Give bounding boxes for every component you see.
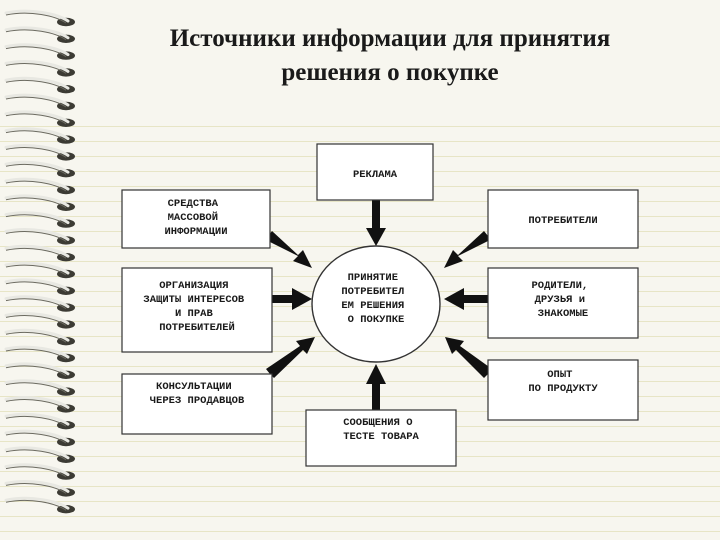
svg-text:ПОТРЕБИТЕЛИ: ПОТРЕБИТЕЛИ <box>528 215 597 227</box>
binding-ring <box>4 261 75 279</box>
decision-line-4: О ПОКУПКЕ <box>348 314 405 326</box>
binding-ring <box>4 295 75 312</box>
spiral-binding <box>4 9 75 514</box>
title-line-1: Источники информации для принятия <box>169 25 611 52</box>
binding-ring <box>4 110 75 128</box>
svg-text:ОРГАНИЗАЦИЯ ЗАЩИТЫ ИНТЕР: ОРГАНИЗАЦИЯ ЗАЩИТЫ ИНТЕРЕСОВ И ПРАВ ПОТР… <box>143 280 250 334</box>
binding-ring <box>4 144 75 161</box>
binding-ring <box>4 429 75 447</box>
binding-ring <box>4 160 75 178</box>
binding-ring <box>4 244 75 262</box>
svg-text:ОПЫТ ПО ПРОДУКТУ: ОПЫТ ПО ПРОДУКТУ <box>528 369 598 395</box>
binding-ring <box>4 312 75 329</box>
binding-ring <box>4 446 75 463</box>
binding-ring <box>4 396 75 413</box>
binding-ring <box>4 76 75 94</box>
binding-ring <box>4 278 75 295</box>
source-box-product-test-reports: СООБЩЕНИЯ О ТЕСТЕ ТОВАРА <box>305 409 457 467</box>
source-box-consumers: ПОТРЕБИТЕЛИ <box>487 189 639 249</box>
binding-ring <box>4 93 75 111</box>
svg-text:СРЕДСТВА МАССОВОЙ: СРЕДСТВА МАССОВОЙ ИНФОРМАЦИИ <box>164 198 227 238</box>
binding-ring <box>4 127 75 144</box>
binding-ring <box>4 177 75 195</box>
decision-line-3: ЕМ РЕШЕНИЯ <box>341 300 404 312</box>
binding-ring <box>4 43 75 60</box>
source-box-sales-consultations: КОНСУЛЬТАЦИИ ЧЕРЕЗ ПРОДАВЦОВ <box>121 373 273 435</box>
arrow-from-consumer-protection <box>272 288 312 310</box>
binding-ring <box>4 345 75 363</box>
binding-ring <box>4 379 75 396</box>
decision-node: ПРИНЯТИЕ ПОТРЕБИТЕЛ ЕМ РЕШЕНИЯ О ПОКУПКЕ <box>311 245 441 363</box>
binding-ring <box>4 412 75 430</box>
binding-ring <box>4 194 75 211</box>
arrow-from-advertising <box>366 200 386 246</box>
svg-text:ПРИНЯТИЕ ПОТРЕБИТЕЛ: ПРИНЯТИЕ ПОТРЕБИТЕЛ ЕМ РЕШЕНИЯ О ПОКУПКЕ <box>341 272 410 326</box>
arrow-from-relatives-friends <box>444 288 488 310</box>
source-box-relatives-friends: РОДИТЕЛИ, ДРУЗЬЯ и ЗНАКОМЫЕ <box>487 267 639 339</box>
svg-text:РЕКЛАМА: РЕКЛАМА <box>353 169 398 181</box>
binding-ring <box>4 60 75 77</box>
arrow-from-product-test-reports <box>366 364 386 410</box>
svg-text:КОНСУЛЬТАЦИИ ЧЕРЕЗ ПРОДА: КОНСУЛЬТАЦИИ ЧЕРЕЗ ПРОДАВЦОВ <box>150 381 245 407</box>
binding-ring <box>4 211 75 228</box>
binding-ring <box>4 362 75 379</box>
arrow-from-consumers <box>444 231 490 268</box>
decision-line-2: ПОТРЕБИТЕЛ <box>341 286 404 298</box>
binding-ring <box>4 328 75 346</box>
svg-text:СООБЩЕНИЯ О ТЕСТЕ ТОВАРА: СООБЩЕНИЯ О ТЕСТЕ ТОВАРА <box>343 417 419 443</box>
binding-ring <box>4 26 75 43</box>
arrow-from-product-experience <box>445 337 492 378</box>
source-box-mass-media: СРЕДСТВА МАССОВОЙ ИНФОРМАЦИИ <box>121 189 271 249</box>
decision-line-1: ПРИНЯТИЕ <box>348 272 398 284</box>
binding-ring <box>4 480 75 497</box>
binding-ring <box>4 496 75 514</box>
source-box-advertising: РЕКЛАМА <box>316 143 434 201</box>
title-line-2: решения о покупке <box>281 59 499 86</box>
binding-ring <box>4 463 75 480</box>
binding-ring <box>4 228 75 245</box>
arrow-from-mass-media <box>266 231 312 268</box>
source-box-consumer-protection: ОРГАНИЗАЦИЯ ЗАЩИТЫ ИНТЕРЕСОВ И ПРАВ ПОТР… <box>121 267 273 353</box>
page-title: Источники информации для принятия решени… <box>90 22 690 90</box>
svg-text:РОДИТЕЛИ, ДРУЗЬЯ и: РОДИТЕЛИ, ДРУЗЬЯ и ЗНАКОМЫЕ <box>531 280 594 320</box>
binding-ring <box>4 9 75 27</box>
source-box-product-experience: ОПЫТ ПО ПРОДУКТУ <box>487 359 639 421</box>
arrow-from-sales-consultations <box>266 337 315 378</box>
